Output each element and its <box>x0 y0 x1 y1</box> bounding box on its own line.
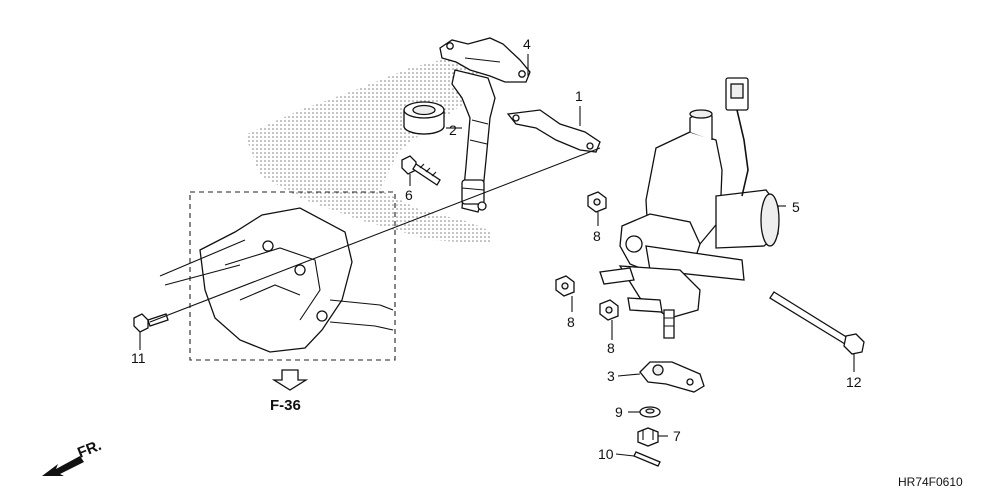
part-number-6: 6 <box>405 187 413 203</box>
section-reference: F-36 <box>270 369 309 414</box>
part-number-5: 5 <box>792 199 800 215</box>
eps-connector <box>725 77 749 197</box>
part-number-7: 7 <box>673 428 681 444</box>
eps-unit <box>599 109 780 339</box>
column-grommet <box>403 101 445 135</box>
part-number-8-upper: 8 <box>593 228 601 244</box>
part-number-9: 9 <box>615 404 623 420</box>
bolt-reference-line <box>149 147 601 323</box>
frame-bracket <box>159 207 394 353</box>
part-number-8-lower: 8 <box>607 340 615 356</box>
down-arrow-icon <box>271 369 309 391</box>
part-number-3: 3 <box>607 368 615 384</box>
nut-middle <box>555 275 575 297</box>
part-number-1: 1 <box>575 88 583 104</box>
nut-upper <box>587 191 607 213</box>
front-label: FR. <box>75 437 104 462</box>
part-number-4: 4 <box>523 36 531 52</box>
part-number-10: 10 <box>598 446 614 462</box>
clamp-bracket <box>506 109 601 153</box>
part-number-11: 11 <box>131 350 146 366</box>
steering-arm <box>639 361 705 393</box>
long-bolt <box>769 291 865 355</box>
column-bolt <box>401 155 441 186</box>
cotter-pin <box>633 451 661 467</box>
front-arrow-icon <box>42 456 84 476</box>
detail-box <box>189 191 396 361</box>
drawing-code: HR74F0610 <box>898 475 963 489</box>
steering-column <box>451 69 496 213</box>
washer <box>639 406 661 418</box>
castle-nut <box>637 427 659 447</box>
section-reference-label: F-36 <box>270 397 301 414</box>
front-indicator: FR. <box>42 437 104 476</box>
part-number-12: 12 <box>846 374 862 390</box>
part-number-8-middle: 8 <box>567 314 575 330</box>
nut-lower <box>599 299 619 321</box>
leader-lines <box>139 54 855 457</box>
upper-bracket <box>439 37 531 83</box>
part-number-2: 2 <box>449 122 457 138</box>
